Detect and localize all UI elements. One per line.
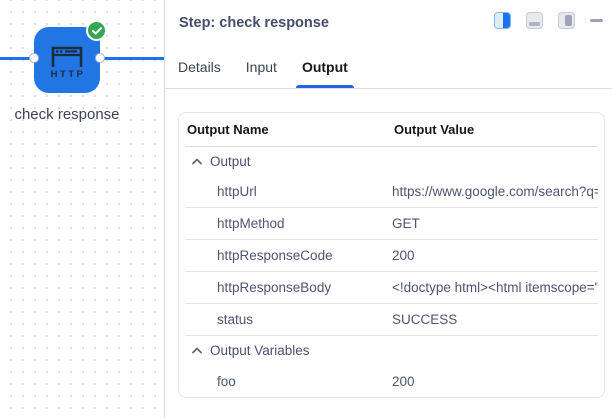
step-detail-panel: Step: check response Details Input Outpu… bbox=[165, 0, 612, 418]
group-row-output-variables[interactable]: Output Variables bbox=[185, 336, 598, 365]
input-port[interactable] bbox=[29, 53, 39, 63]
table-row: httpUrl https://www.google.com/search?q= bbox=[185, 176, 598, 208]
layout-split-icon[interactable] bbox=[494, 12, 511, 29]
panel-divider bbox=[164, 0, 165, 418]
chevron-up-icon bbox=[192, 347, 202, 354]
table-row: httpResponseBody <!doctype html><html it… bbox=[185, 272, 598, 304]
tab-input[interactable]: Input bbox=[245, 59, 277, 75]
output-value: GET bbox=[392, 216, 420, 231]
layout-right-icon[interactable] bbox=[558, 12, 575, 29]
node-label: check response bbox=[14, 106, 120, 123]
output-port[interactable] bbox=[95, 53, 105, 63]
output-name: foo bbox=[217, 373, 236, 389]
active-tab-underline bbox=[295, 85, 354, 88]
layout-split-right-half bbox=[502, 13, 510, 28]
output-table: Output Name Output Value Output httpUrl … bbox=[178, 112, 605, 398]
tab-output[interactable]: Output bbox=[295, 59, 354, 88]
workflow-canvas[interactable]: HTTP check response bbox=[0, 0, 164, 418]
http-step-node[interactable]: HTTP bbox=[34, 20, 107, 93]
table-header-row: Output Name Output Value bbox=[185, 113, 598, 147]
browser-window-icon bbox=[51, 46, 83, 67]
tab-bar: Details Input Output bbox=[165, 46, 612, 89]
layout-right-block bbox=[565, 15, 572, 26]
table-row: foo 200 bbox=[185, 365, 598, 397]
output-value: SUCCESS bbox=[392, 312, 458, 327]
tab-details[interactable]: Details bbox=[178, 59, 221, 75]
output-name: status bbox=[217, 312, 254, 327]
node-type-label: HTTP bbox=[50, 68, 86, 80]
panel-header: Step: check response bbox=[165, 0, 612, 46]
panel-title: Step: check response bbox=[179, 15, 329, 31]
tab-output-label: Output bbox=[301, 59, 348, 75]
layout-split-left-half bbox=[495, 13, 503, 28]
column-header-output-value: Output Value bbox=[394, 122, 475, 137]
group-label: Output Variables bbox=[210, 343, 310, 358]
window-controls bbox=[494, 12, 603, 29]
check-icon bbox=[91, 26, 102, 35]
output-value: <!doctype html><html itemscope=" bbox=[392, 280, 598, 295]
table-row: httpResponseCode 200 bbox=[185, 240, 598, 272]
output-name: httpResponseCode bbox=[217, 248, 333, 263]
output-name: httpMethod bbox=[217, 216, 285, 231]
table-row: status SUCCESS bbox=[185, 304, 598, 336]
output-value: 200 bbox=[392, 373, 415, 389]
column-header-output-name: Output Name bbox=[187, 122, 269, 137]
output-value: https://www.google.com/search?q= bbox=[392, 184, 598, 199]
chevron-up-icon bbox=[192, 158, 202, 165]
group-label: Output bbox=[210, 154, 251, 169]
table-row: httpMethod GET bbox=[185, 208, 598, 240]
group-row-output[interactable]: Output bbox=[185, 147, 598, 176]
minimize-icon[interactable] bbox=[590, 19, 603, 22]
success-badge bbox=[86, 20, 107, 41]
layout-bottom-bar bbox=[529, 22, 540, 26]
output-name: httpResponseBody bbox=[217, 280, 332, 295]
layout-bottom-icon[interactable] bbox=[526, 12, 543, 29]
output-name: httpUrl bbox=[217, 184, 257, 199]
output-value: 200 bbox=[392, 248, 415, 263]
